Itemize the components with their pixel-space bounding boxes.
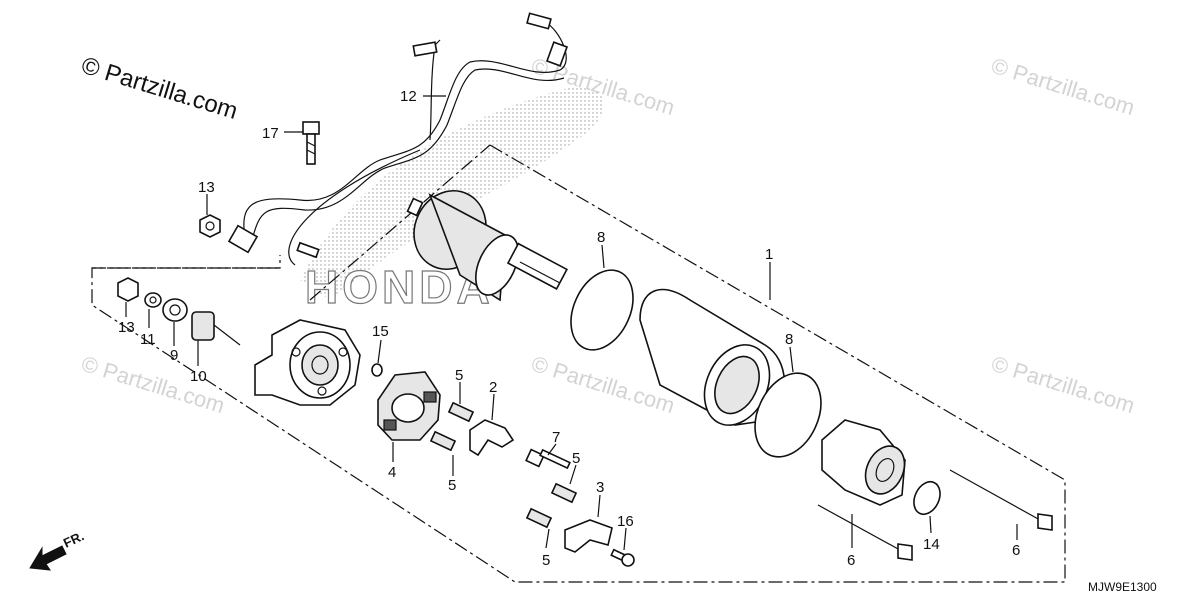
callout-16: 16 <box>617 513 634 530</box>
callout-labels: 17 12 13 13 11 9 10 15 5 2 4 5 7 5 3 16 … <box>118 88 1020 569</box>
o-ring-8-left <box>570 269 634 351</box>
callout-13-top: 13 <box>198 179 215 196</box>
callout-15: 15 <box>372 323 389 340</box>
terminal-bolt-7 <box>525 448 571 470</box>
callout-2: 2 <box>489 379 497 396</box>
brush-holder-4 <box>377 371 441 441</box>
screw-16 <box>610 548 635 567</box>
starter-front-cover <box>254 319 361 406</box>
callout-10: 10 <box>190 368 207 385</box>
brush-3 <box>564 519 613 553</box>
callout-17: 17 <box>262 125 279 142</box>
callout-6-right: 6 <box>1012 542 1020 559</box>
callout-1: 1 <box>765 246 773 263</box>
callout-3: 3 <box>596 479 604 496</box>
partzilla-watermark-main: © Partzilla.com <box>78 52 241 125</box>
callout-13: 13 <box>118 319 135 336</box>
assembly-frame <box>91 144 1066 583</box>
callout-14: 14 <box>923 536 940 553</box>
partzilla-watermark: © Partzilla.com <box>989 351 1138 418</box>
front-direction-arrow: FR. <box>29 528 86 571</box>
nut-13-top <box>199 214 221 238</box>
front-direction-label: FR. <box>61 528 86 550</box>
callout-5-a: 5 <box>455 367 463 384</box>
callout-9: 9 <box>170 347 178 364</box>
brush-2 <box>469 419 515 457</box>
terminal-kit <box>117 277 241 346</box>
leader-lines <box>125 95 1018 551</box>
long-bolts-6 <box>817 469 1053 561</box>
callout-6-left: 6 <box>847 552 855 569</box>
callout-7: 7 <box>552 429 560 446</box>
bolt-17 <box>302 121 320 165</box>
o-ring-14 <box>913 480 941 516</box>
callout-5-c: 5 <box>572 450 580 467</box>
callout-4: 4 <box>388 464 396 481</box>
partzilla-watermark: © Partzilla.com <box>989 53 1138 120</box>
callout-8-right: 8 <box>785 331 793 348</box>
brush-springs <box>429 401 578 529</box>
armature <box>406 190 568 302</box>
starter-rear-housing <box>821 419 906 506</box>
diagram-code: MJW9E1300 <box>1088 580 1157 594</box>
o-ring-8-right <box>754 372 822 458</box>
o-ring-15 <box>371 363 383 377</box>
starter-yoke <box>639 288 786 426</box>
callout-5-d: 5 <box>542 552 550 569</box>
callout-5-b: 5 <box>448 477 456 494</box>
callout-11: 11 <box>140 331 156 348</box>
callout-12: 12 <box>400 88 417 105</box>
callout-8-left: 8 <box>597 229 605 246</box>
starter-cable-harness <box>227 12 569 266</box>
